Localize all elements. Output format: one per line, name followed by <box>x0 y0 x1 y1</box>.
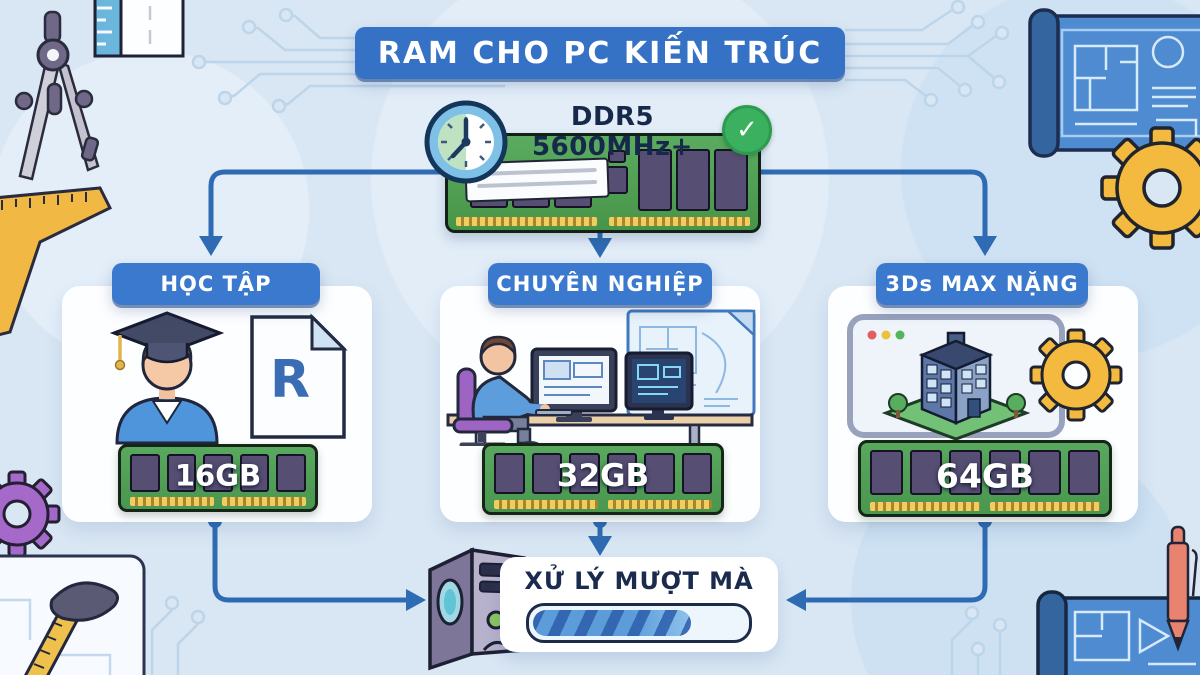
ram-chip <box>608 150 626 163</box>
ram-pins <box>456 217 597 226</box>
clock-icon <box>424 100 508 184</box>
pc-tower-icon <box>428 547 526 671</box>
ruler-icon <box>93 0 185 58</box>
result-label: XỬ LÝ MƯỢT MÀ <box>524 567 754 595</box>
monitor-right <box>624 351 694 420</box>
revit-file-icon: R <box>250 313 348 439</box>
ram-chip <box>714 149 748 211</box>
checkmark-icon: ✓ <box>722 105 772 155</box>
ram-capacity: 64GB <box>935 455 1035 495</box>
ram-chip <box>676 149 710 211</box>
ram-capacity: 16GB <box>174 458 262 493</box>
tree-icon <box>888 393 908 413</box>
tree-icon <box>1006 393 1026 413</box>
circuit-traces <box>128 595 1008 675</box>
isometric-building <box>918 331 994 425</box>
set-square-icon <box>0 186 113 337</box>
window-dot-yellow <box>881 330 891 340</box>
ram-module-32gb: 32GB <box>482 443 724 515</box>
ram-capacity: 32GB <box>556 458 650 495</box>
progress-fill <box>533 610 692 636</box>
file-badge-letter: R <box>270 350 310 410</box>
arrow-to-hoc-tap <box>208 169 508 241</box>
person-at-desk <box>452 335 573 446</box>
window-dot-red <box>867 330 877 340</box>
graduate-student-icon: R <box>109 311 348 445</box>
gear-icon <box>1029 328 1123 422</box>
ram-chip <box>638 149 672 211</box>
building-model-icon <box>847 314 1123 441</box>
hammer-icon <box>0 554 146 675</box>
gear-icon <box>1100 126 1200 250</box>
circuit-traces <box>845 0 1010 108</box>
branch-label-chuyen-nghiep: CHUYÊN NGHIỆP <box>488 263 712 305</box>
workstation-icon <box>446 309 756 446</box>
ram-module-16gb: 16GB <box>118 444 318 512</box>
page-title: RAM CHO PC KIẾN TRÚC <box>355 27 845 79</box>
arrow-to-3ds-max <box>752 169 988 241</box>
branch-label-hoc-tap: HỌC TẬP <box>112 263 320 305</box>
arrow-16gb-to-pc <box>212 523 411 603</box>
pen-icon <box>1166 525 1198 652</box>
window-dot-green <box>895 330 905 340</box>
ram-pins <box>609 217 750 226</box>
compass-icon <box>14 10 100 181</box>
ddr5-ram-stick <box>445 133 761 233</box>
ram-spec-label: DDR5 5600MHz+ <box>532 102 693 162</box>
ram-module-64gb: 64GB <box>858 440 1112 517</box>
result-card: XỬ LÝ MƯỢT MÀ <box>500 557 778 652</box>
gear-icon <box>0 470 61 558</box>
blueprint-icon <box>1028 8 1200 158</box>
arrow-64gb-to-pc <box>799 523 988 603</box>
monitor-left <box>530 347 618 422</box>
branch-label-3ds-max: 3Ds MAX NẶNG <box>876 263 1088 305</box>
progress-bar <box>526 603 752 643</box>
